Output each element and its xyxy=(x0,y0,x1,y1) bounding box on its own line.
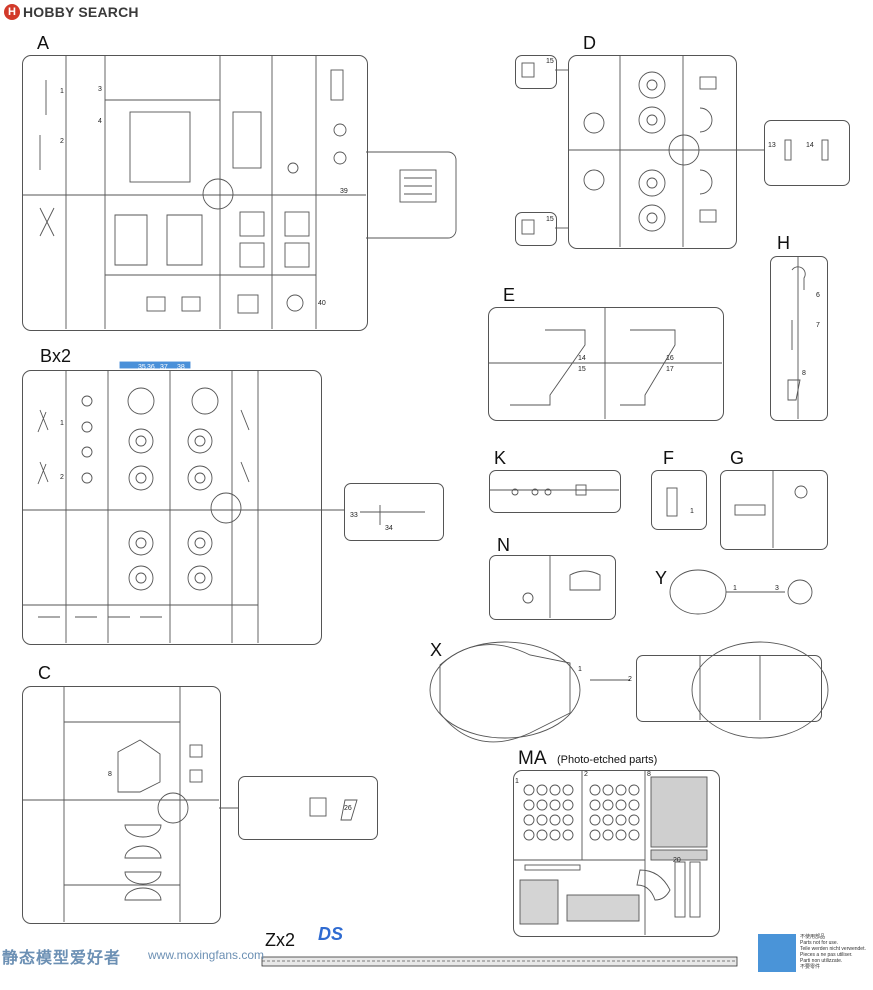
part-number-ma1: 1 xyxy=(515,778,519,785)
sprue-n-frame xyxy=(489,555,616,620)
sprue-label-x: X xyxy=(430,640,443,660)
sprue-label-b: Bx2 xyxy=(40,346,72,366)
part-number-h6: 6 xyxy=(816,292,820,299)
part-number-ma2: 2 xyxy=(584,771,588,778)
part-number-d14: 14 xyxy=(806,142,814,149)
part-number-e16: 16 xyxy=(666,355,674,362)
part-number-a40: 40 xyxy=(318,300,326,307)
sprue-a-frame xyxy=(22,55,368,331)
sprue-label-g: G xyxy=(730,448,745,468)
sprue-label-f: F xyxy=(663,448,674,468)
part-number-b2: 2 xyxy=(60,474,64,481)
sprue-label-ma: MA xyxy=(518,748,547,769)
site-logo: H HOBBY SEARCH xyxy=(4,4,139,20)
sprue-label-c: C xyxy=(38,663,51,683)
part-number-b34: 34 xyxy=(385,525,393,532)
sprue-x-hull-frame xyxy=(636,655,822,722)
part-number-d15a: 15 xyxy=(546,58,554,65)
part-number-a2: 2 xyxy=(60,138,64,145)
sprue-label-n: N xyxy=(497,535,510,555)
watermark-cn: 静态模型爱好者 xyxy=(2,950,122,967)
part-number-h7: 7 xyxy=(816,322,820,329)
part-number-d13: 13 xyxy=(768,142,776,149)
part-number-b36: 36 xyxy=(147,364,155,371)
sprue-e-frame xyxy=(488,307,724,421)
part-number-c8: 8 xyxy=(108,771,112,778)
part-number-b38: 38 xyxy=(177,364,185,371)
unused-parts-swatch xyxy=(758,934,796,972)
part-number-h8: 8 xyxy=(802,370,806,377)
part-number-f1: 1 xyxy=(690,508,694,515)
sprue-f-frame xyxy=(651,470,707,530)
sprue-d-side-frame xyxy=(764,120,850,186)
sprue-label-e: E xyxy=(503,285,516,305)
part-number-c26: 26 xyxy=(344,805,352,812)
part-number-a4: 4 xyxy=(98,118,102,125)
sprue-label-k: K xyxy=(494,448,507,468)
part-number-x1: 1 xyxy=(578,666,582,673)
logo-text: HOBBY SEARCH xyxy=(23,4,139,20)
sprue-label-h: H xyxy=(777,233,790,253)
sprue-label-y: Y xyxy=(655,568,668,588)
ds-logo: DS xyxy=(318,924,344,944)
photo-etched-note: (Photo-etched parts) xyxy=(557,754,658,766)
part-number-b35: 35 xyxy=(138,364,146,371)
part-number-a39: 39 xyxy=(340,188,348,195)
sprue-label-z: Zx2 xyxy=(265,930,296,950)
sprue-b-frame xyxy=(22,370,322,645)
part-number-a1: 1 xyxy=(60,88,64,95)
watermark-url: www.moxingfans.com xyxy=(148,948,265,962)
part-number-ma8: 8 xyxy=(647,771,651,778)
part-number-e14: 14 xyxy=(578,355,586,362)
unused-parts-note: 不使用部品 Parts not for use. Teile werden ni… xyxy=(800,934,866,970)
part-number-e15: 15 xyxy=(578,366,586,373)
part-number-a3: 3 xyxy=(98,86,102,93)
sprue-label-d: D xyxy=(583,33,596,53)
part-number-ma20: 20 xyxy=(673,857,681,864)
part-number-b33: 33 xyxy=(350,512,358,519)
part-number-x2: 2 xyxy=(628,676,632,683)
part-number-y1: 1 xyxy=(733,585,737,592)
part-number-y3: 3 xyxy=(775,585,779,592)
part-number-d15b: 15 xyxy=(546,216,554,223)
sprue-g-frame xyxy=(720,470,828,550)
sprue-d-frame xyxy=(568,55,737,249)
logo-icon: H xyxy=(4,4,20,20)
part-number-b1: 1 xyxy=(60,420,64,427)
sprue-label-a: A xyxy=(37,33,50,53)
part-number-e17: 17 xyxy=(666,366,674,373)
part-number-b37: 37 xyxy=(160,364,168,371)
sprue-h-frame xyxy=(770,256,828,421)
sprue-k-frame xyxy=(489,470,621,513)
